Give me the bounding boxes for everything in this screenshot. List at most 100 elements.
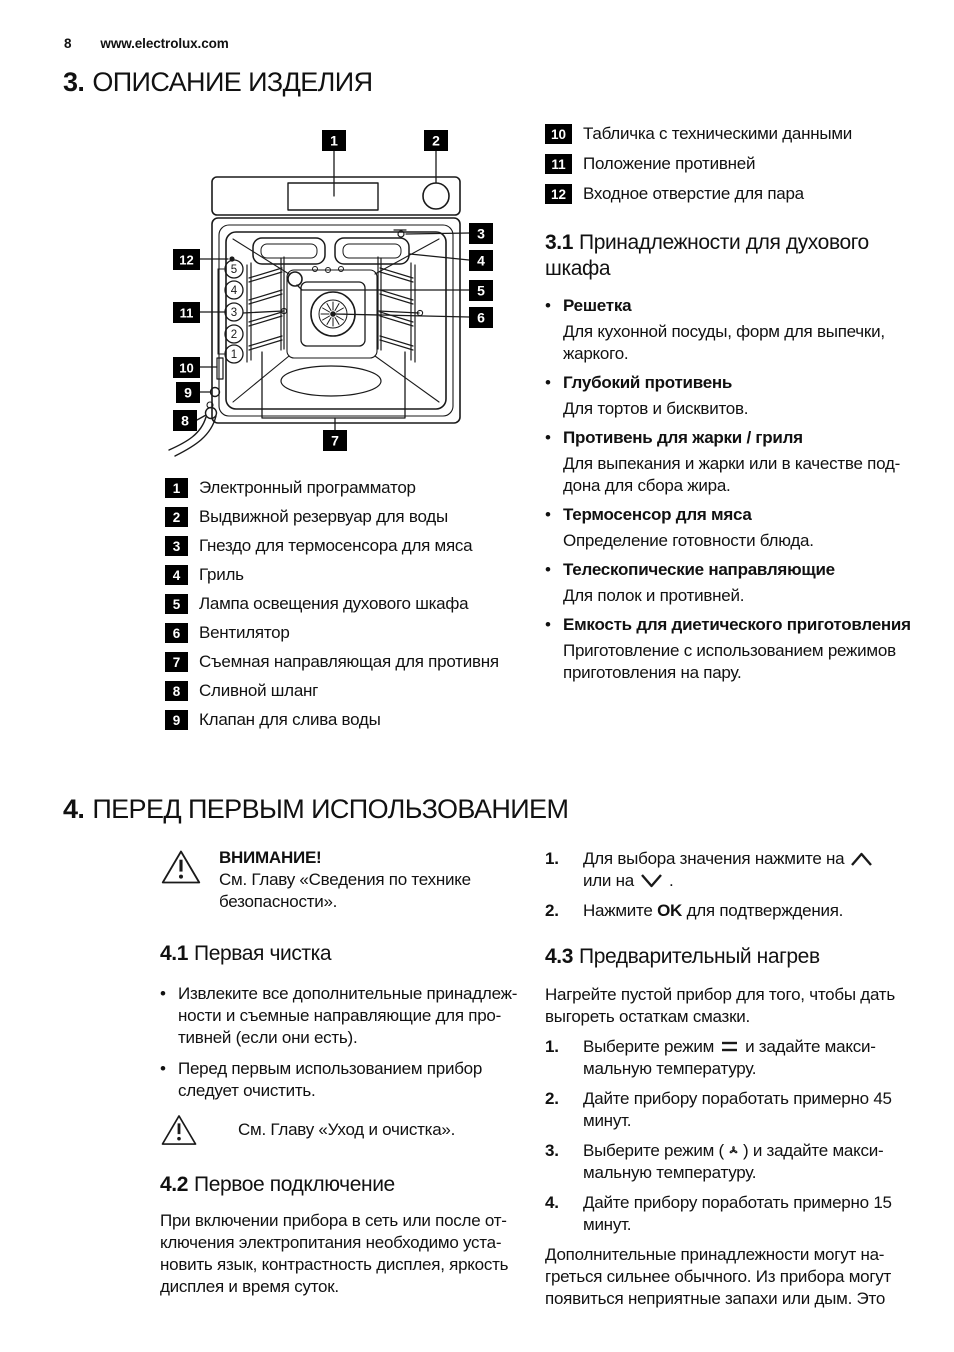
- chevron-down-icon: [641, 874, 662, 888]
- accessory-name: Термосенсор для мяса: [563, 505, 752, 524]
- shelf-level-numbers: 5 4 3 2 1: [231, 264, 238, 361]
- part-badge: 11: [545, 154, 572, 174]
- diagram-callouts: 1 2 3 4 5 6 7 8 9 10 11 12: [173, 130, 493, 451]
- callout-10: 10: [179, 361, 193, 376]
- svg-text:3: 3: [231, 307, 237, 319]
- part-badge: 1: [165, 478, 188, 498]
- section-4-heading: 4.ПЕРЕД ПЕРВЫМ ИСПОЛЬЗОВАНИЕМ: [63, 794, 569, 825]
- part-row: 5 Лампа освещения духового шкафа: [165, 594, 530, 614]
- part-label: Входное отверстие для пара: [583, 184, 804, 203]
- svg-text:1: 1: [231, 349, 237, 361]
- callout-1: 1: [330, 133, 338, 149]
- callout-11: 11: [180, 306, 194, 321]
- bullet-dot: •: [545, 560, 551, 579]
- oven-lamp: [287, 271, 303, 287]
- ok-label: OK: [657, 901, 683, 920]
- part-badge: 4: [165, 565, 188, 585]
- step-number: 1.: [545, 1037, 559, 1056]
- part-label: Табличка с техническими данными: [583, 124, 853, 143]
- part-label: Гнездо для термосенсора для мяса: [199, 536, 473, 555]
- accessory-desc: Приготовление с использованием режимов п…: [563, 641, 896, 682]
- preheat-intro: Нагрейте пустой прибор для того, чтобы д…: [545, 985, 895, 1026]
- warning-triangle-icon: [161, 1115, 197, 1145]
- warning-text: См. Главу «Сведения по технике безопасно…: [219, 870, 471, 911]
- leader-lines: [196, 150, 470, 431]
- part-label: Лампа освещения духового шкафа: [199, 594, 469, 613]
- part-badge: 8: [165, 681, 188, 701]
- oven-diagram-container: 1 2 3 4 5 6 7 8 9 10 11 12 5 4 3 2 1: [165, 122, 520, 475]
- step-body: Нажмите OK для подтверждения.: [583, 901, 844, 920]
- bullet-dot: •: [545, 428, 551, 447]
- knob: [422, 182, 450, 210]
- svg-text:5: 5: [231, 264, 237, 276]
- accessory-name: Телескопические направляющие: [563, 560, 835, 579]
- svg-text:2: 2: [231, 329, 237, 341]
- preheat-outro: Дополнительные принадлежности могут на- …: [545, 1245, 892, 1308]
- callout-8: 8: [181, 413, 189, 429]
- accessory-item: •Термосенсор для мяса Определение готовн…: [545, 504, 920, 552]
- section-3-number: 3.: [63, 67, 85, 97]
- part-badge: 9: [165, 710, 188, 730]
- accessory-name: Противень для жарки / гриля: [563, 428, 803, 447]
- warning-note-1: ВНИМАНИЕ! См. Главу «Сведения по технике…: [160, 847, 550, 913]
- control-panel: [211, 176, 461, 216]
- drain-hose: [168, 401, 218, 457]
- accessory-item: •Решетка Для кухонной посуды, форм для в…: [545, 295, 920, 365]
- step-number: 1.: [545, 849, 559, 868]
- accessory-item: •Глубокий противень Для тортов и бисквит…: [545, 372, 920, 420]
- step-item: 3. Выберите режим () и задайте макси- ма…: [545, 1140, 930, 1184]
- callout-6: 6: [477, 310, 485, 326]
- section-3-title: ОПИСАНИЕ ИЗДЕЛИЯ: [92, 67, 373, 97]
- step-body: Дайте прибору поработать примерно 45 мин…: [583, 1089, 892, 1130]
- accessory-desc: Для кухонной посуды, форм для выпечки, ж…: [563, 322, 885, 363]
- accessory-desc: Для полок и противней.: [563, 586, 745, 605]
- rating-plate: [216, 357, 224, 380]
- part-row: 6 Вентилятор: [165, 623, 530, 643]
- accessory-item: •Емкость для диетического приготовления …: [545, 614, 920, 684]
- step-number: 2.: [545, 1089, 559, 1108]
- probe-socket: [393, 229, 407, 238]
- accessory-item: • Противень для жарки / гриля Для выпекан…: [545, 427, 920, 497]
- part-label: Положение противней: [583, 154, 756, 173]
- oven-diagram: 1 2 3 4 5 6 7 8 9 10 11 12 5 4 3 2 1: [168, 130, 493, 457]
- section-4-left-column: ВНИМАНИЕ! См. Главу «Сведения по технике…: [160, 847, 550, 1298]
- svg-text:4: 4: [231, 285, 238, 297]
- accessory-desc: Для выпекания и жарки или в качестве под…: [563, 454, 901, 495]
- callout-12: 12: [179, 253, 193, 268]
- part-badge: 12: [545, 184, 572, 204]
- first-connection-text: При включении прибора в сеть или после о…: [160, 1211, 509, 1296]
- part-row: 11 Положение противней: [545, 154, 920, 174]
- callout-5: 5: [477, 283, 485, 299]
- warning-body: ВНИМАНИЕ! См. Главу «Сведения по технике…: [219, 847, 471, 913]
- shelf-rack-left: [246, 256, 285, 363]
- step-number: 2.: [545, 901, 559, 920]
- part-badge: 6: [165, 623, 188, 643]
- part-label: Вентилятор: [199, 623, 290, 642]
- accessory-item: • Телескопические направляющие Для полок …: [545, 559, 920, 607]
- accessory-name: Емкость для диетического приготовления: [563, 615, 911, 634]
- step-body: Дайте прибору поработать примерно 15 мин…: [583, 1193, 892, 1234]
- list-item: •Перед первым использованием прибор след…: [160, 1059, 483, 1100]
- list-item: •Извлеките все дополнительные принадлеж-…: [160, 984, 518, 1047]
- warning-text: См. Главу «Уход и очистка».: [238, 1120, 456, 1139]
- accessory-desc: Определение готовности блюда.: [563, 531, 814, 550]
- part-label: Выдвижной резервуар для воды: [199, 507, 448, 526]
- part-badge: 5: [165, 594, 188, 614]
- conventional-heat-icon: [722, 1041, 738, 1052]
- bullet-dot: •: [545, 615, 551, 634]
- chevron-up-icon: [851, 852, 873, 866]
- bullet-dot: •: [160, 984, 166, 1003]
